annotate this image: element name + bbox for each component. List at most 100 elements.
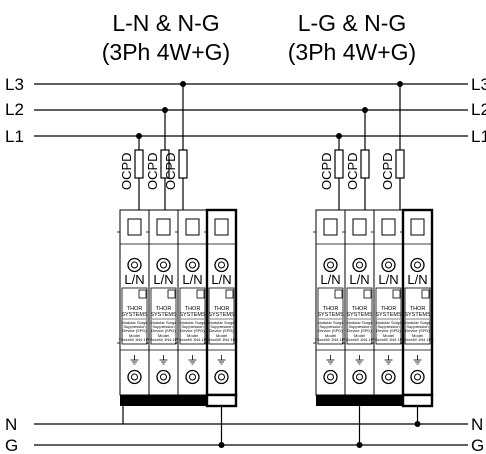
desc-line2: Suppression [152, 324, 174, 329]
screw-inner-bottom [327, 373, 334, 381]
desc-line3: Device (SPD) [122, 328, 147, 333]
brand-line1: THOR [352, 306, 368, 312]
fuse-right-1 [360, 149, 370, 179]
ocpd-label-right-2: OCPD [380, 152, 395, 190]
indicator-window [363, 289, 372, 299]
left-header-line1: L-N & N-G [112, 10, 219, 36]
desc-line3: Device (SPD) [151, 328, 176, 333]
junction-left-L3 [180, 81, 186, 87]
desc-line1: Modular Surge [317, 320, 344, 325]
junction-right-g [356, 442, 363, 448]
indicator-window [225, 289, 234, 299]
brand-line1: THOR [156, 306, 172, 312]
brand-line2: SYSTEMS [317, 312, 344, 318]
screw-inner-bottom [131, 373, 138, 381]
brand-line2: SYSTEMS [208, 312, 235, 318]
brand-line2: SYSTEMS [179, 312, 206, 318]
junction-left-L2 [162, 107, 168, 113]
desc-line3: Device (SPD) [376, 328, 401, 333]
terminal-slot-top [156, 218, 171, 236]
bus-label-l1-left: L1 [5, 127, 24, 146]
model-line2: TSxxxM/ 1N4 1P4 [401, 337, 434, 342]
model-line2: TSxxxM/ 1N4 1P4 [205, 337, 238, 342]
mode-label: L/N [153, 272, 173, 287]
model-line2: TSxxxM/ 1N4 1P4 [118, 337, 151, 342]
brand-line2: SYSTEMS [150, 312, 177, 318]
desc-line1: Modular Surge [375, 320, 402, 325]
model-line1: Model [383, 333, 394, 338]
screw-inner [356, 261, 363, 269]
screw-inner [327, 261, 334, 269]
brand-line2: SYSTEMS [404, 312, 431, 318]
junction-right-L1 [336, 133, 342, 139]
din-base-4-left [205, 393, 238, 408]
screw-inner [131, 261, 138, 269]
din-base-4-right [401, 393, 434, 408]
brand-line1: THOR [381, 306, 397, 312]
brand-line2: SYSTEMS [346, 312, 373, 318]
screw-inner [385, 261, 392, 269]
screw-inner [189, 261, 196, 269]
bus-label-g-right: G [471, 436, 484, 454]
desc-line1: Modular Surge [404, 320, 431, 325]
screw-icon-bottom [410, 369, 425, 385]
fuse-right-0 [334, 149, 344, 179]
model-line1: Model [158, 333, 169, 338]
model-line2: TSxxxM/ 1N4 1P4 [372, 337, 405, 342]
terminal-slot-top [352, 218, 367, 236]
desc-line2: Suppression [348, 324, 370, 329]
screw-inner [414, 261, 421, 269]
bus-label-n-left: N [5, 415, 17, 434]
screw-icon-bottom [127, 369, 142, 385]
desc-line2: Suppression [123, 324, 145, 329]
screw-icon [381, 257, 396, 273]
model-line1: Model [129, 333, 140, 338]
din-base-left [120, 395, 207, 406]
bus-label-l3-right: L3 [471, 75, 486, 94]
junction-left-L1 [136, 133, 142, 139]
mode-label: L/N [378, 272, 398, 287]
model-line2: TSxxxM/ 1N4 1P4 [176, 337, 209, 342]
left-header-line2: (3Ph 4W+G) [102, 39, 230, 65]
desc-line1: Modular Surge [150, 320, 177, 325]
desc-line3: Device (SPD) [209, 328, 234, 333]
junctions [136, 81, 421, 448]
indicator-window [196, 289, 205, 299]
screw-icon-bottom [323, 369, 338, 385]
mode-label: L/N [124, 272, 144, 287]
junction-right-n [414, 421, 421, 427]
brand-line1: THOR [410, 306, 426, 312]
right-header-line1: L-G & N-G [298, 10, 407, 36]
bus-label-l3-left: L3 [5, 75, 24, 94]
ocpd-label-left-0: OCPD [119, 152, 134, 190]
desc-line3: Device (SPD) [347, 328, 372, 333]
bus-label-l1-right: L1 [471, 127, 486, 146]
junction-right-L2 [362, 107, 368, 113]
indicator-window [421, 289, 430, 299]
model-line1: Model [187, 333, 198, 338]
fuse-left-0 [134, 149, 144, 179]
terminal-slot-top [410, 218, 425, 236]
desc-line1: Modular Surge [121, 320, 148, 325]
screw-inner-bottom [414, 373, 421, 381]
brand-line1: THOR [185, 306, 201, 312]
terminal-slot-top [185, 218, 200, 236]
screw-icon [323, 257, 338, 273]
fuse-right-2 [395, 149, 405, 179]
indicator-window [138, 289, 147, 299]
brand-line2: SYSTEMS [121, 312, 148, 318]
ocpd-label-right-1: OCPD [345, 152, 360, 190]
junction-right-L3 [397, 81, 403, 87]
screw-inner [160, 261, 167, 269]
model-line1: Model [216, 333, 227, 338]
bus-label-n-right: N [471, 415, 483, 434]
